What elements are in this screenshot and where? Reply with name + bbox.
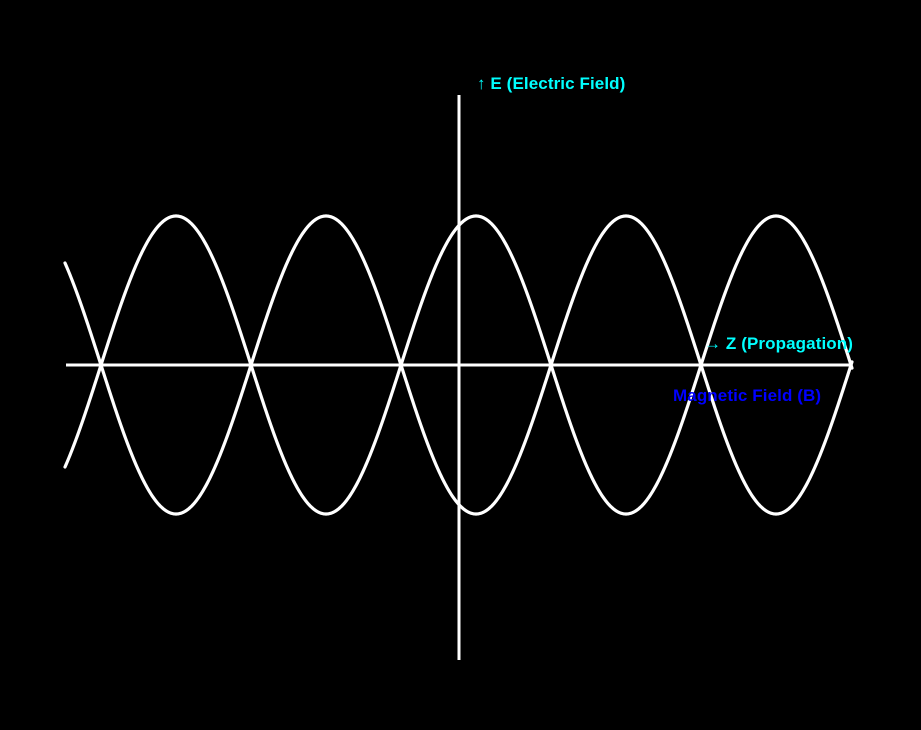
electric-field-wave (63, 214, 854, 516)
magnetic-field-wave (63, 214, 854, 516)
